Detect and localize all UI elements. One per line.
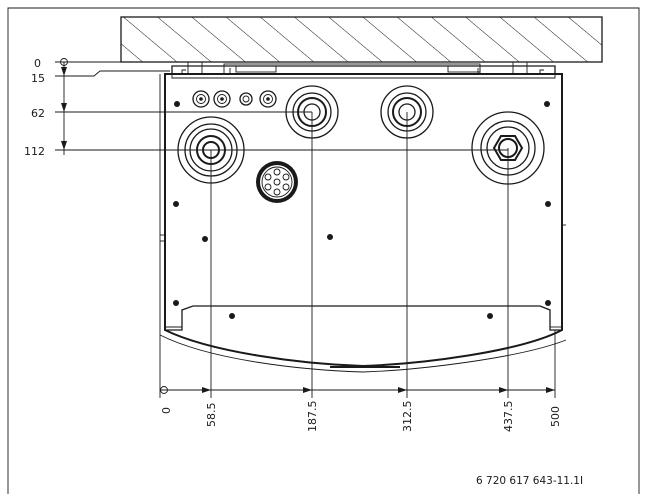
dim-label-62: 62 [31, 107, 45, 120]
dim-label-h-58-5: 58.5 [205, 403, 218, 428]
drawing-reference-number: 6 720 617 643-11.1I [476, 475, 583, 487]
dim-label-h-500: 500 [549, 406, 562, 427]
drawing-frame [7, 7, 640, 494]
dim-label-0: 0 [34, 57, 41, 70]
electrical-connector [256, 161, 298, 203]
fixing-screws [173, 101, 551, 319]
dim-label-h-312-5: 312.5 [401, 401, 414, 433]
dim-label-112: 112 [24, 145, 45, 158]
horizontal-dimensions [160, 386, 555, 394]
small-valves [192, 90, 277, 108]
dim-label-h-0: 0 [160, 407, 173, 414]
dim-label-15: 15 [31, 72, 45, 85]
extension-lines [159, 112, 556, 398]
dim-label-h-187-5: 187.5 [306, 401, 319, 433]
dim-label-h-437-5: 437.5 [502, 401, 515, 433]
wall-hatched [120, 16, 603, 63]
mounting-bracket [171, 61, 556, 75]
vertical-dimensions [55, 58, 508, 155]
